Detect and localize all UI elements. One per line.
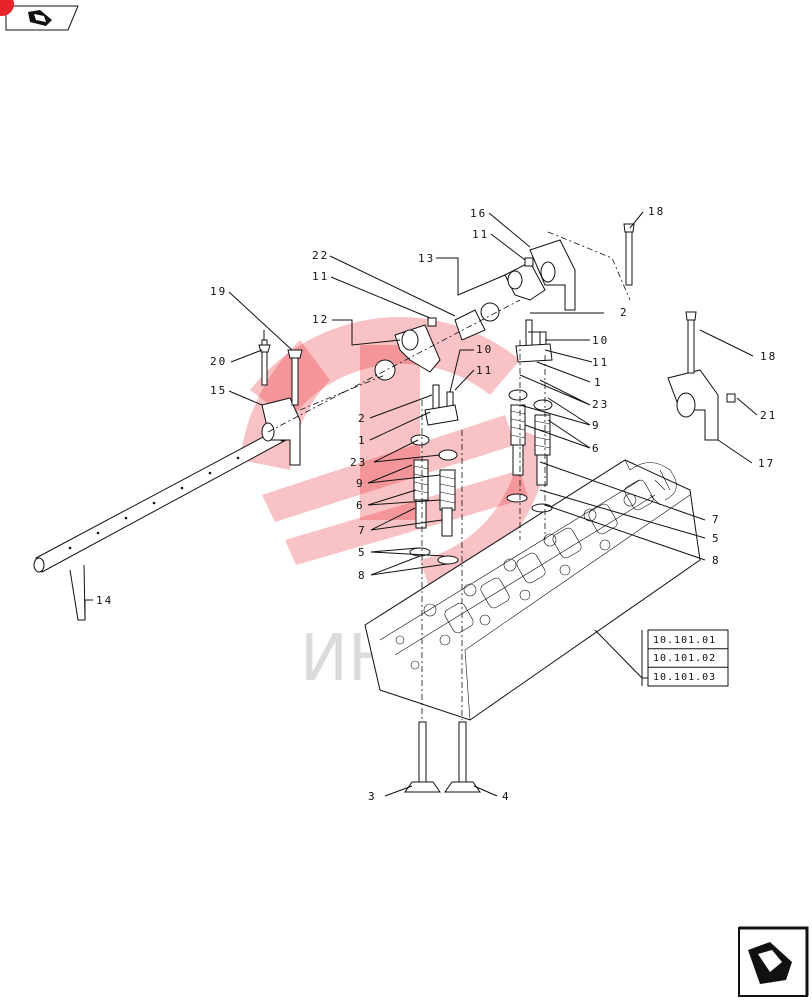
rocker-arm-right [504,239,576,311]
callout-14: 14 [96,594,113,607]
callout-15: 15 [210,384,227,397]
rocker-arm-left [374,302,500,381]
prev-page-button[interactable] [5,5,79,31]
callout-10: 10 [476,343,493,356]
callout-2: 2 [620,306,629,319]
callout-9: 9 [356,477,365,490]
rocker-support-right [623,223,736,441]
reference-box: 10.101.01 10.101.02 10.101.03 [641,629,729,687]
next-page-button[interactable] [738,926,809,997]
callout-11: 11 [312,270,329,283]
callout-13: 13 [418,252,435,265]
callout-5: 5 [712,532,721,545]
callout-11: 11 [476,364,493,377]
callout-22: 22 [312,249,329,262]
valve-train-right [506,319,553,513]
callout-5: 5 [358,546,367,559]
callout-4: 4 [502,790,511,803]
callout-10: 10 [592,334,609,347]
callout-1: 1 [594,376,603,389]
valve-train-left [409,384,459,565]
callout-16: 16 [470,207,487,220]
callout-18: 18 [760,350,777,363]
callout-6: 6 [356,499,365,512]
previous-page-arrow-icon [28,10,52,26]
callout-23: 23 [350,456,367,469]
rocker-support-left [258,330,303,466]
callout-11: 11 [472,228,489,241]
rocker-shaft [33,426,289,621]
leader-lines [84,211,758,797]
callout-2: 2 [358,412,367,425]
callout-8: 8 [712,554,721,567]
callout-19: 19 [210,285,227,298]
valve-intake [404,721,441,793]
callout-9: 9 [592,419,601,432]
corner-badge [0,0,14,16]
callout-11: 11 [592,356,609,369]
callout-1: 1 [358,434,367,447]
callout-6: 6 [592,442,601,455]
callout-23: 23 [592,398,609,411]
reference-link[interactable]: 10.101.02 [653,653,716,664]
callout-3: 3 [368,790,377,803]
callout-18: 18 [648,205,665,218]
reference-link[interactable]: 10.101.01 [653,635,716,646]
callout-8: 8 [358,569,367,582]
reference-link[interactable]: 10.101.03 [653,672,716,683]
callouts: 16 11 13 18 22 11 12 19 20 15 2 10 11 1 … [96,205,777,803]
callout-20: 20 [210,355,227,368]
callout-21: 21 [760,409,777,422]
callout-12: 12 [312,313,329,326]
valve-exhaust [444,721,481,793]
callout-7: 7 [712,513,721,526]
next-page-arrow-icon [748,942,792,984]
callout-7: 7 [358,524,367,537]
callout-17: 17 [758,457,775,470]
